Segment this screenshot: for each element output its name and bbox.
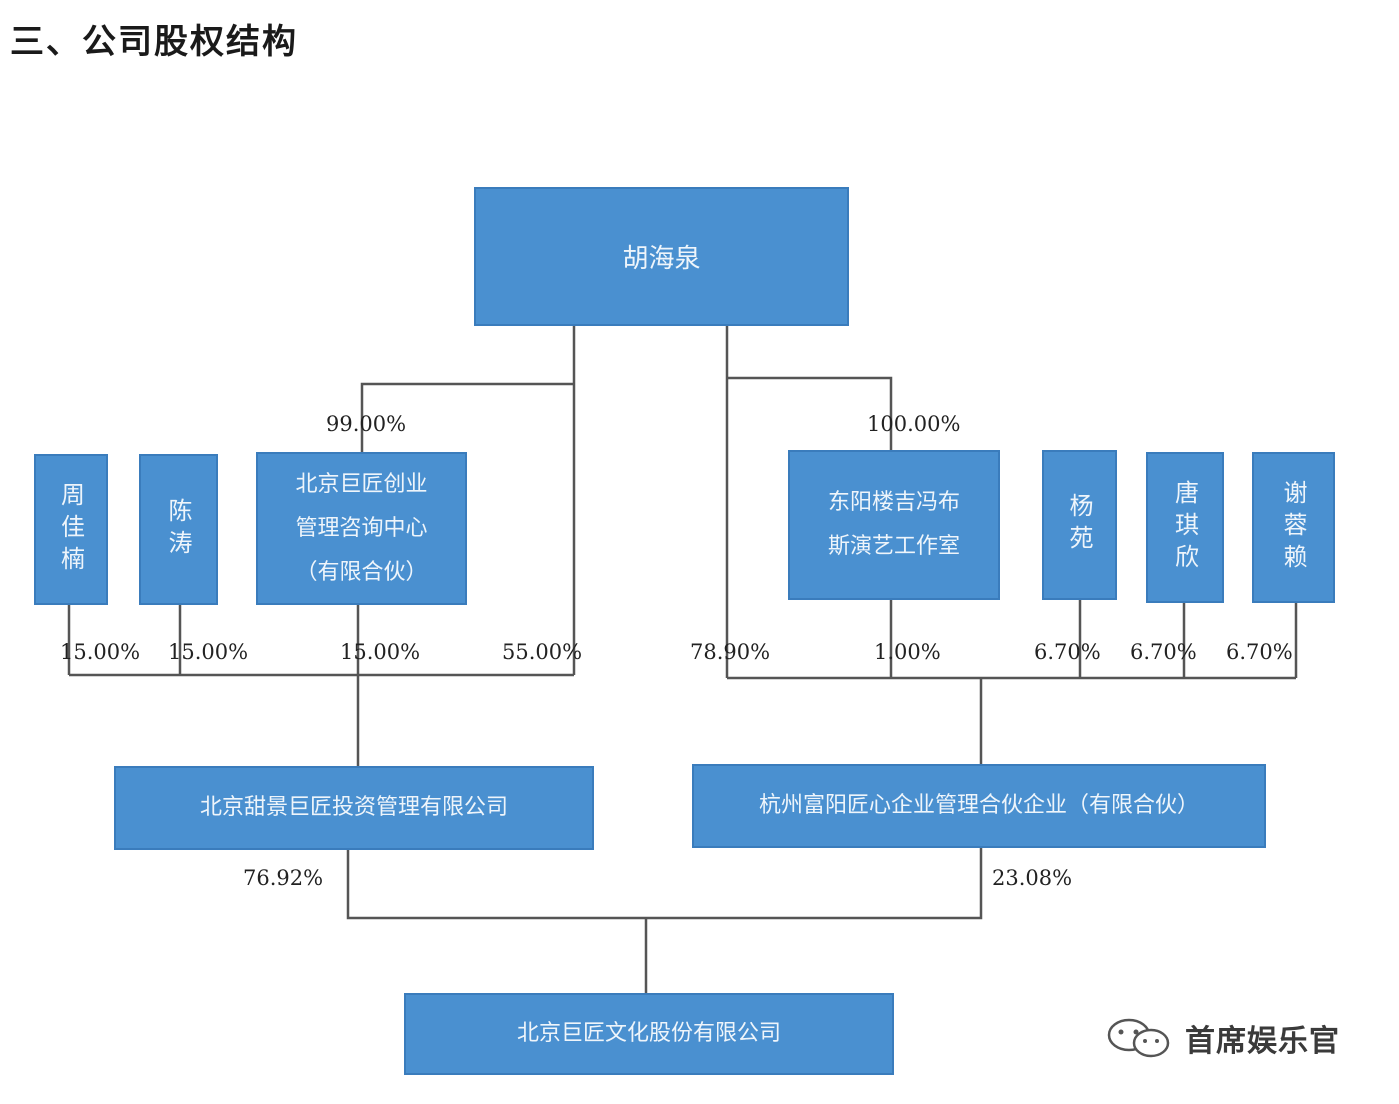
- dongyang-label: 东阳楼吉冯布 斯演艺工作室: [827, 490, 960, 559]
- pct-zhou: 15.00%: [60, 640, 141, 664]
- line-hu-dongyang: [727, 376, 893, 450]
- pct-yang: 6.70%: [1034, 640, 1101, 664]
- box-hangzhou: 杭州富阳匠心企业管理合伙企业（有限合伙）: [692, 764, 1266, 848]
- line-hu-consult: [360, 382, 574, 452]
- box-dongyang: 东阳楼吉冯布 斯演艺工作室: [788, 450, 1000, 600]
- chen-label: 陈涛: [164, 497, 192, 562]
- watermark: 首席娱乐官: [1105, 1015, 1340, 1061]
- beijing-invest-label: 北京甜景巨匠投资管理有限公司: [199, 795, 508, 820]
- pct-dongyang: 100.00%: [867, 412, 961, 436]
- yang-label: 杨苑: [1065, 493, 1093, 557]
- pct-hu-hz: 78.90%: [690, 640, 771, 664]
- pct-consult-bj: 15.00%: [340, 640, 421, 664]
- pct-bj-final: 76.92%: [243, 866, 324, 890]
- box-zhou: 周佳楠: [34, 454, 108, 605]
- line-final-bus: [346, 848, 983, 920]
- pct-consult: 99.00%: [326, 412, 407, 436]
- zhou-label: 周佳楠: [56, 481, 85, 578]
- watermark-text: 首席娱乐官: [1185, 1024, 1340, 1059]
- hangzhou-label: 杭州富阳匠心企业管理合伙企业（有限合伙）: [758, 793, 1199, 818]
- box-chen: 陈涛: [139, 454, 218, 605]
- page-title: 三、公司股权结构: [10, 22, 298, 62]
- pct-xie: 6.70%: [1226, 640, 1293, 664]
- box-beijing-invest: 北京甜景巨匠投资管理有限公司: [114, 766, 594, 850]
- consult-label: 北京巨匠创业 管理咨询中心 （有限合伙）: [295, 471, 428, 585]
- pct-dongyang-hz: 1.00%: [874, 640, 941, 664]
- top-person-label: 胡海泉: [622, 244, 701, 274]
- final-label: 北京巨匠文化股份有限公司: [516, 1021, 781, 1046]
- box-top-person: 胡海泉: [474, 187, 849, 326]
- box-xie: 谢蓉赖: [1252, 452, 1335, 603]
- box-yang: 杨苑: [1042, 450, 1117, 600]
- pct-chen: 15.00%: [168, 640, 249, 664]
- pct-tang: 6.70%: [1130, 640, 1197, 664]
- pct-hz-final: 23.08%: [992, 866, 1073, 890]
- box-consult: 北京巨匠创业 管理咨询中心 （有限合伙）: [256, 452, 467, 605]
- wechat-icon: [1107, 1018, 1170, 1058]
- pct-hu-bj: 55.00%: [502, 640, 583, 664]
- xie-label: 谢蓉赖: [1279, 479, 1307, 576]
- tang-label: 唐琪欣: [1170, 479, 1199, 576]
- box-tang: 唐琪欣: [1146, 452, 1224, 603]
- box-final: 北京巨匠文化股份有限公司: [404, 993, 894, 1075]
